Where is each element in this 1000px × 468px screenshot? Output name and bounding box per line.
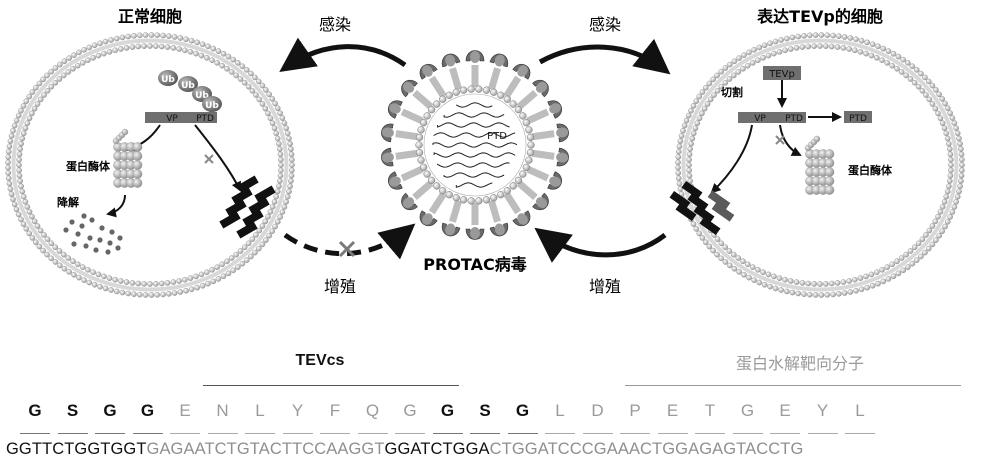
tevcs-title: TEVcs xyxy=(295,352,345,369)
amino-acid-underline xyxy=(695,433,725,434)
amino-acid: L xyxy=(855,401,865,420)
amino-acid-underline xyxy=(357,433,388,434)
svg-text:Ub: Ub xyxy=(195,91,209,101)
amino-acid: Q xyxy=(365,401,380,420)
amino-acid: S xyxy=(66,401,79,420)
amino-acid-underline xyxy=(807,433,838,434)
vp-label-right: VP xyxy=(754,114,766,124)
dna-segment: GGTTCTGGTGGT xyxy=(6,440,147,458)
prolif-arrow-right xyxy=(534,227,667,263)
prolif-arrow-left-dashed xyxy=(283,223,416,260)
tevcs-bracket-line xyxy=(203,385,459,386)
amino-acid-underline xyxy=(470,433,500,434)
proteasome-label-right: 蛋白酶体 xyxy=(848,163,893,177)
vp-ptd-bar-right xyxy=(738,112,806,123)
svg-text:PTD: PTD xyxy=(487,131,507,142)
blocked-x-mark-left xyxy=(338,240,356,258)
amino-acid: G xyxy=(140,401,155,420)
proteasome-left xyxy=(112,128,143,188)
tevp-label: TEVp xyxy=(768,69,795,80)
prolif-label-right: 增殖 xyxy=(589,277,621,296)
dna-segment: CTGGATCCCGAAACTGGAGAGTACCTG xyxy=(489,440,804,458)
capsid-blocks-right xyxy=(669,180,735,236)
amino-acid: G xyxy=(28,401,42,420)
prolif-label-left: 增殖 xyxy=(324,277,356,296)
dna-segment: GGATCTGGA xyxy=(384,440,490,458)
amino-acid-underline xyxy=(282,433,313,434)
dna-segment: GAGAATCTGTACTTCCAAGGT xyxy=(146,440,385,458)
amino-acid: N xyxy=(216,401,229,420)
right-cell-title: 表达TEVp的细胞 xyxy=(756,7,883,26)
left-cell-membrane xyxy=(5,32,295,298)
amino-acid: G xyxy=(103,401,117,420)
amino-acid-underline xyxy=(207,433,238,434)
left-cell-title: 正常细胞 xyxy=(118,7,182,26)
amino-acid-underline xyxy=(732,433,763,434)
virus-name-label: PROTAC病毒 xyxy=(423,255,526,274)
infect-label-right: 感染 xyxy=(589,15,621,34)
amino-acid-underline xyxy=(770,433,800,434)
amino-acid: G xyxy=(403,401,417,420)
proteasome-label-left: 蛋白酶体 xyxy=(66,159,111,173)
amino-acid: T xyxy=(704,401,716,420)
amino-acid-underline xyxy=(582,433,613,434)
ptd-released-box xyxy=(844,111,872,123)
amino-acid: F xyxy=(329,401,341,420)
proteasome-right xyxy=(804,135,835,195)
amino-acid-underline xyxy=(245,433,275,434)
amino-acid-underline xyxy=(170,433,200,434)
amino-acid: E xyxy=(179,401,191,420)
tevp-box xyxy=(763,66,801,80)
ptd-label-right: PTD xyxy=(785,114,803,124)
amino-acid-underline xyxy=(620,433,650,434)
amino-acid-underline xyxy=(507,433,538,434)
amino-acid: Y xyxy=(291,401,304,420)
amino-acid: G xyxy=(440,401,455,420)
ptd-released-label: PTD xyxy=(849,114,867,124)
amino-acid-underline xyxy=(20,433,50,434)
amino-acid-underline xyxy=(95,433,125,434)
degraded-fragments xyxy=(63,213,123,255)
amino-acid: G xyxy=(515,401,530,420)
ubiquitin-chain: Ub Ub Ub Ub xyxy=(158,70,222,113)
amino-acid-underline xyxy=(57,433,88,434)
amino-acid-underline xyxy=(657,433,688,434)
cleave-label: 切割 xyxy=(721,85,743,99)
svg-text:Ub: Ub xyxy=(161,75,175,85)
amino-acid: D xyxy=(591,401,604,420)
protac-virus: PTD xyxy=(381,50,569,240)
left-cell-contents: VP PTD Ub Ub Ub Ub 蛋白酶体 降解 xyxy=(57,70,276,255)
amino-acid-underline xyxy=(320,433,350,434)
capsid-blocks-left xyxy=(219,175,276,239)
amino-acid-underline xyxy=(545,433,575,434)
amino-acid-underline xyxy=(432,433,463,434)
dna-sequence: GGTTCTGGTGGTGAGAATCTGTACTTCCAAGGTGGATCTG… xyxy=(6,440,803,459)
amino-acid: Y xyxy=(816,401,829,420)
svg-text:Ub: Ub xyxy=(205,101,219,111)
amino-acid: P xyxy=(629,401,641,420)
amino-acid: L xyxy=(555,401,565,420)
vp-label-left: VP xyxy=(166,114,178,124)
infect-label-left: 感染 xyxy=(319,15,351,34)
amino-acid: G xyxy=(740,401,755,420)
target-title: 蛋白水解靶向分子 xyxy=(735,356,864,373)
target-bracket-line xyxy=(625,385,961,386)
ptd-label-left: PTD xyxy=(196,114,214,124)
amino-acid-underline xyxy=(395,433,425,434)
amino-acid-underline xyxy=(845,433,875,434)
right-cell-contents: TEVp 切割 VP PTD PTD 蛋白酶体 xyxy=(669,66,893,236)
infect-arrow-right xyxy=(538,38,671,75)
degrade-label: 降解 xyxy=(57,195,79,209)
amino-acid: L xyxy=(255,401,265,420)
amino-acid: E xyxy=(666,401,679,420)
amino-acid: S xyxy=(479,401,491,420)
svg-text:Ub: Ub xyxy=(181,81,195,91)
infect-arrow-left xyxy=(279,37,407,73)
amino-acid: E xyxy=(779,401,791,420)
vp-ptd-bar-left xyxy=(145,112,217,123)
amino-acid-underline xyxy=(132,433,163,434)
